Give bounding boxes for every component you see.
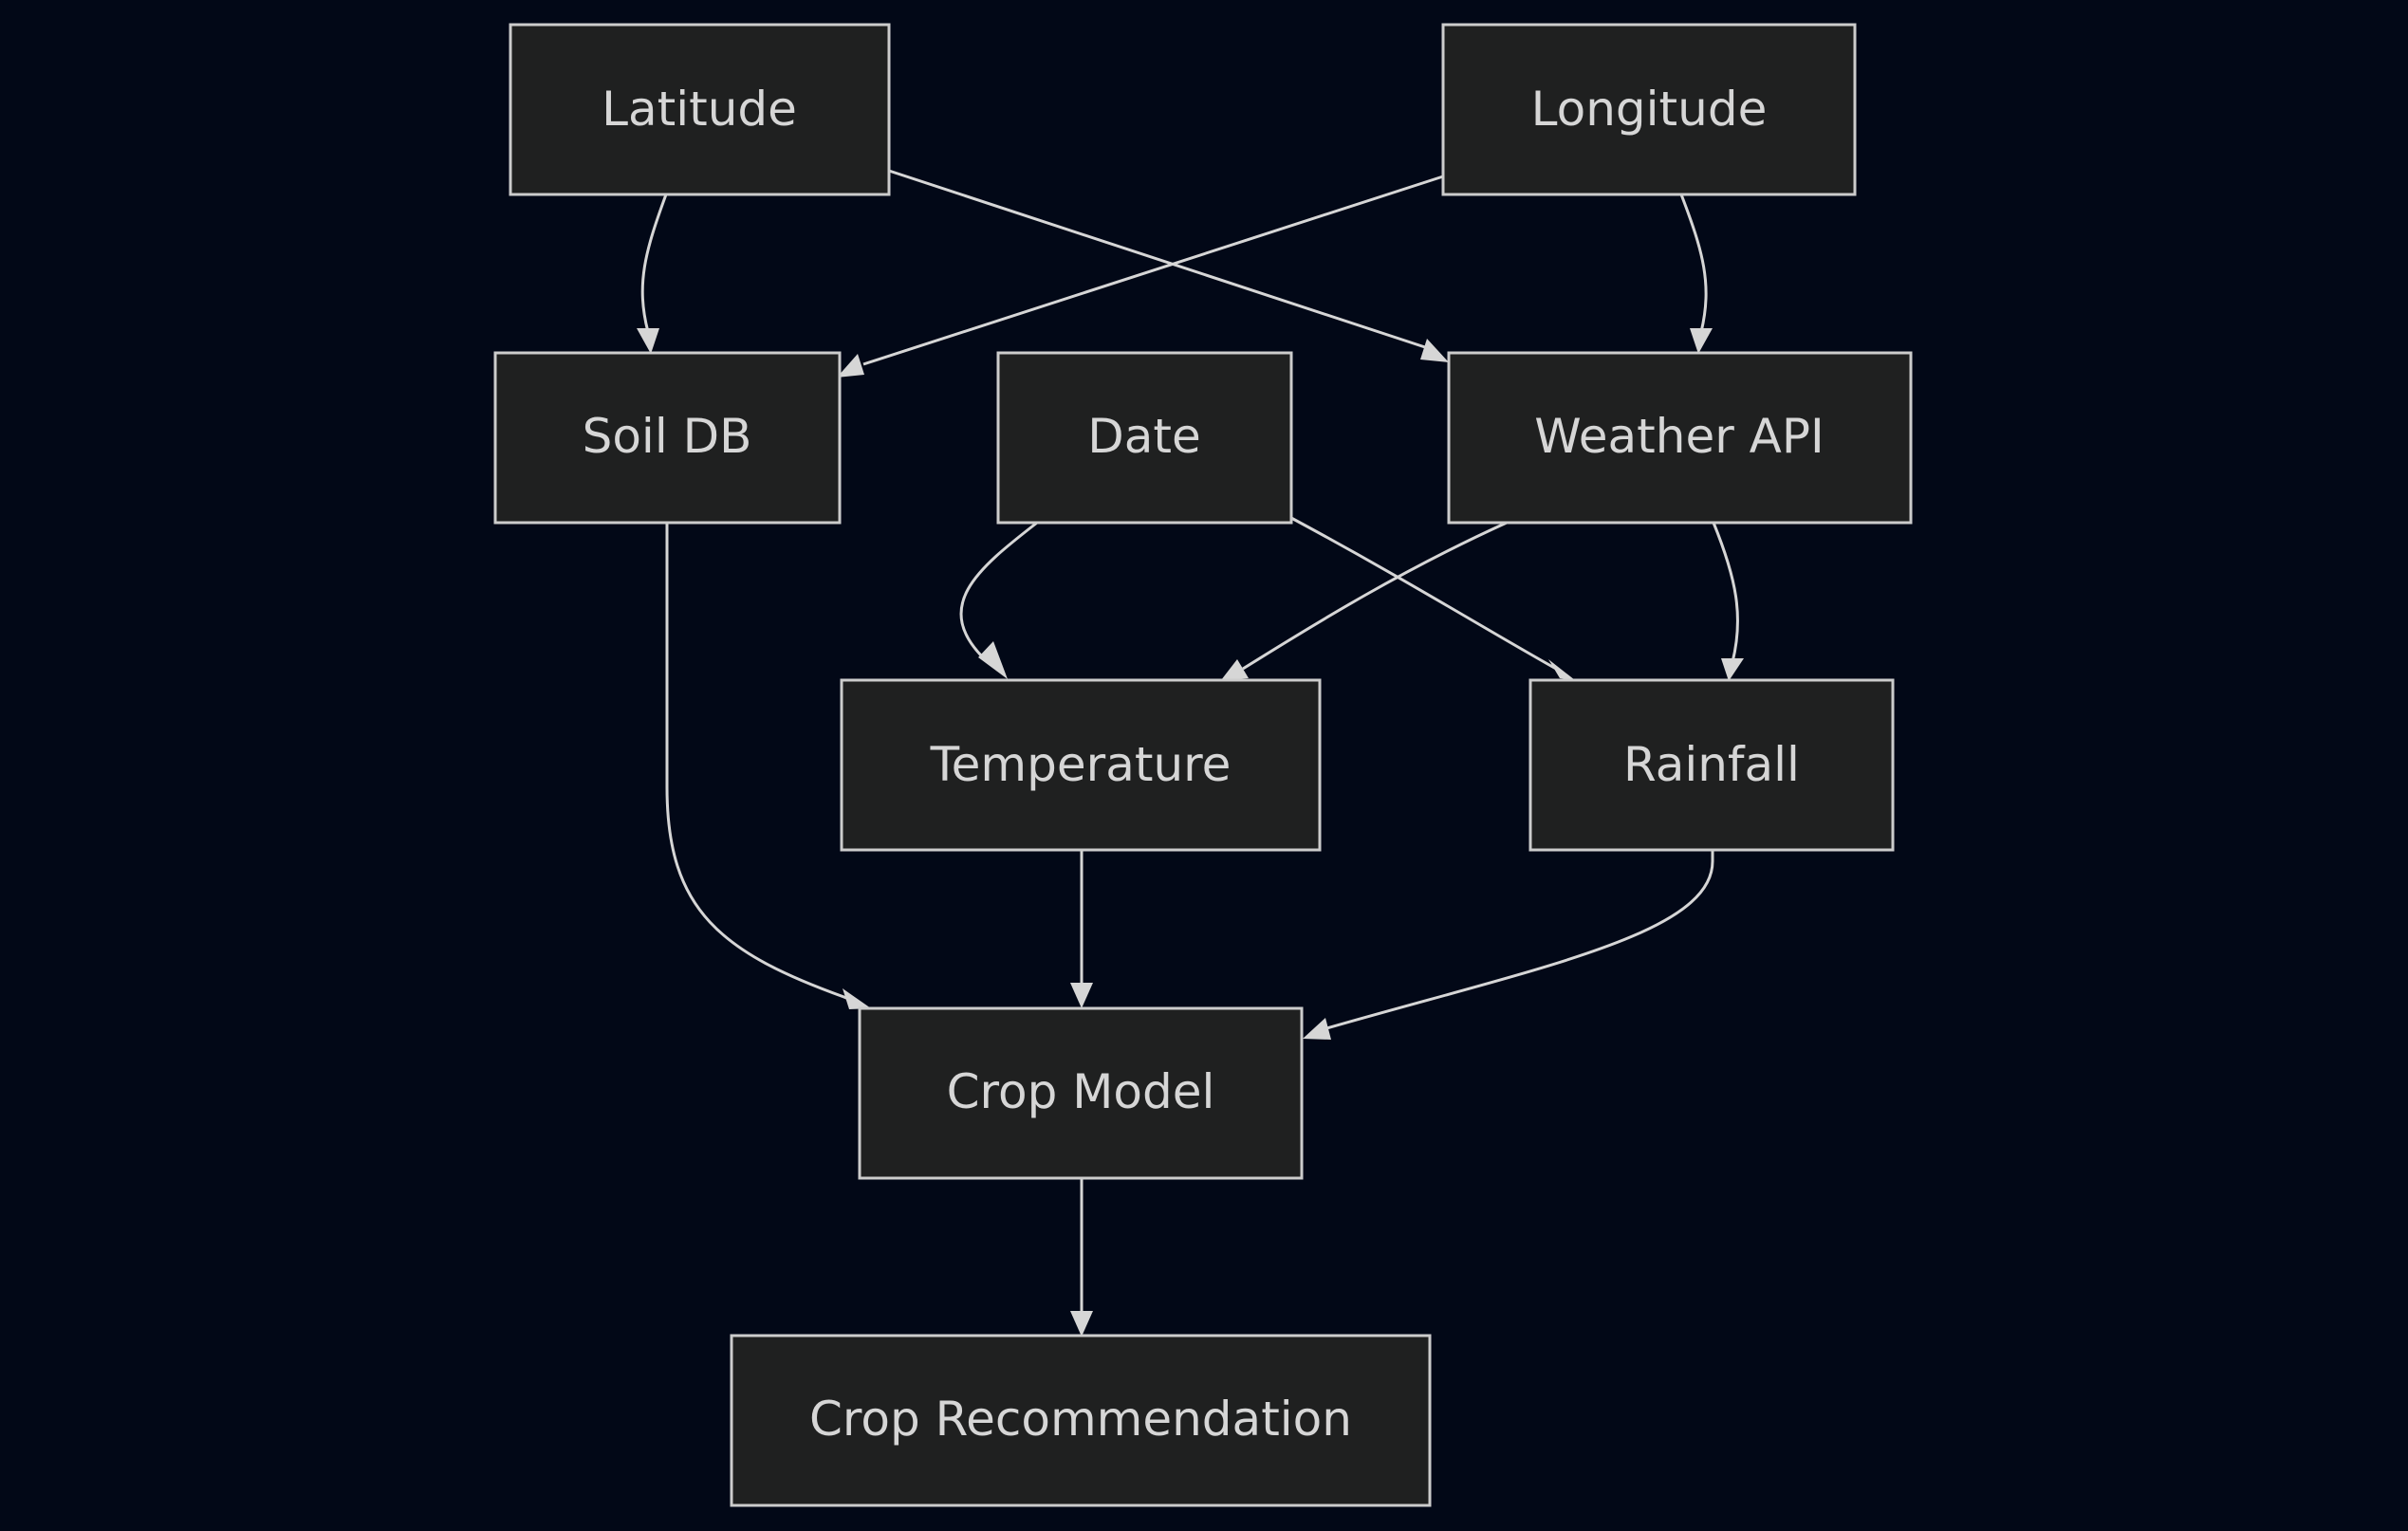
node-date-label: Date	[1087, 409, 1201, 464]
node-latitude-box	[509, 23, 891, 196]
arrowhead-temperature-from-date	[978, 641, 1008, 679]
arrowhead-crop-model-from-soil-db	[843, 988, 871, 1009]
node-temperature-box	[840, 678, 1322, 852]
arrowhead-soil-db-from-latitude	[637, 328, 659, 354]
node-crop-recommendation[interactable]: Crop Recommendation	[730, 1334, 1432, 1507]
node-temperature-label: Temperature	[930, 737, 1232, 792]
node-temperature[interactable]: Temperature	[840, 678, 1322, 852]
arrowhead-rainfall-from-date	[1548, 659, 1575, 680]
arrowhead-crop-recommendation-from-crop-model	[1070, 1311, 1093, 1337]
node-soil-db-box	[493, 351, 842, 525]
nodes: Latitude Longitude Soil DB Date Weather …	[493, 23, 1913, 1507]
node-longitude-box	[1441, 23, 1857, 196]
edge-latitude-to-soil-db	[640, 194, 668, 333]
node-rainfall[interactable]: Rainfall	[1528, 678, 1895, 852]
node-date-box	[996, 351, 1293, 525]
arrowhead-soil-db-from-longitude	[837, 354, 864, 378]
edges	[637, 169, 1744, 1337]
arrowhead-weather-api-from-latitude	[1420, 339, 1449, 362]
edge-rainfall-to-crop-model	[1323, 850, 1714, 1031]
edge-latitude-to-weather-api	[888, 169, 1429, 350]
edge-longitude-to-soil-db	[862, 175, 1444, 366]
node-crop-model-box	[858, 1006, 1304, 1180]
node-rainfall-box	[1528, 678, 1895, 852]
node-weather-api-box	[1447, 351, 1913, 525]
edge-weather-api-to-temperature	[1242, 521, 1508, 671]
arrowhead-weather-api-from-longitude	[1690, 328, 1713, 354]
edge-date-to-rainfall	[1290, 516, 1557, 671]
node-crop-model-label: Crop Model	[947, 1064, 1215, 1119]
arrowhead-crop-model-from-rainfall	[1303, 1018, 1331, 1040]
node-weather-api-label: Weather API	[1534, 409, 1825, 464]
arrowhead-temperature-from-weather-api	[1221, 659, 1249, 680]
node-latitude[interactable]: Latitude	[509, 23, 891, 196]
node-soil-db-label: Soil DB	[583, 409, 752, 464]
node-soil-db[interactable]: Soil DB	[493, 351, 842, 525]
edge-date-to-temperature	[959, 521, 1038, 663]
node-longitude[interactable]: Longitude	[1441, 23, 1857, 196]
node-latitude-label: Latitude	[602, 82, 797, 137]
node-crop-model[interactable]: Crop Model	[858, 1006, 1304, 1180]
node-longitude-label: Longitude	[1531, 82, 1768, 137]
edge-soil-db-to-crop-model	[665, 523, 850, 1001]
edge-weather-api-to-rainfall	[1712, 522, 1740, 663]
node-crop-recommendation-label: Crop Recommendation	[809, 1392, 1352, 1447]
node-weather-api[interactable]: Weather API	[1447, 351, 1913, 525]
arrowhead-rainfall-from-weather-api	[1721, 658, 1744, 681]
node-date[interactable]: Date	[996, 351, 1293, 525]
node-crop-recommendation-box	[730, 1334, 1432, 1507]
edge-longitude-to-weather-api	[1679, 194, 1708, 333]
arrowhead-crop-model-from-temperature	[1070, 983, 1093, 1008]
node-rainfall-label: Rainfall	[1623, 737, 1800, 792]
